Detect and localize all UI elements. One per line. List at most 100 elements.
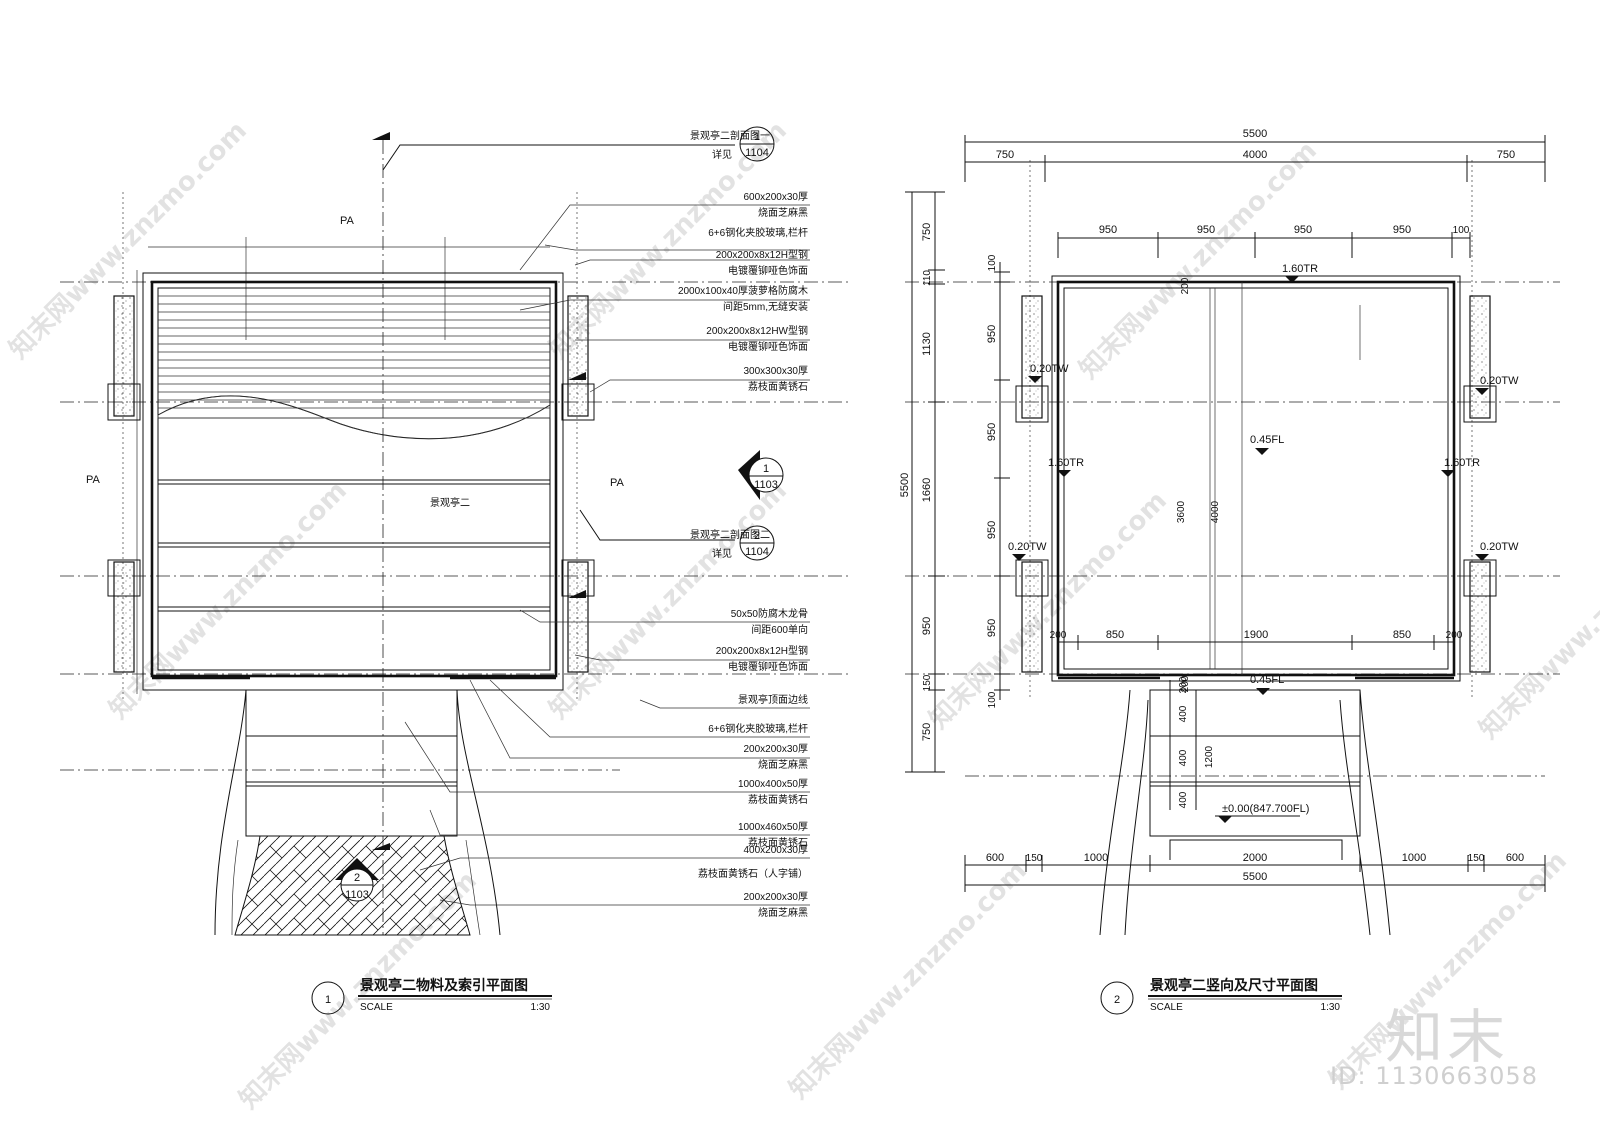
- level-triangle-icon: [1028, 376, 1042, 383]
- elevation-number: 1: [763, 463, 769, 475]
- section-mark-2: 2 1104 景观亭二剖面图二 详见: [579, 509, 775, 561]
- callout-line1: 200x200x8x12H型钢: [716, 248, 808, 261]
- level-triangle-icon: [1218, 816, 1232, 823]
- callout-line2: 间距5mm,无缝安装: [723, 300, 808, 313]
- scale-label: SCALE: [360, 1002, 393, 1013]
- watermark-text: 知末网www.znzmo.com: [924, 486, 1173, 735]
- drawing-number: 2: [1114, 994, 1120, 1006]
- dim-text: 200: [1446, 630, 1463, 641]
- wood-decking: [158, 295, 550, 409]
- left-title-block: 1 景观亭二物料及索引平面图 SCALE 1:30: [311, 977, 552, 1015]
- dim-text: 400: [1178, 749, 1189, 766]
- callout-line2: 电镀覆铆哑色饰面: [728, 264, 808, 277]
- dim-text: 950: [1294, 224, 1312, 236]
- watermark-text: 知末网www.znzmo.com: [1474, 496, 1600, 745]
- section-sub: 详见: [712, 547, 732, 560]
- level-text: 1.60TR: [1282, 263, 1318, 275]
- dim-text: 200: [1180, 277, 1191, 294]
- dim-text: 850: [1393, 629, 1411, 641]
- callout-line1: 6+6钢化夹胶玻璃,栏杆: [708, 226, 808, 239]
- left-wall-top: [107, 295, 141, 421]
- dim-text: 750: [1497, 149, 1515, 161]
- section-sheet: 1104: [745, 546, 769, 558]
- section-sub: 详见: [712, 148, 732, 161]
- dim-text: 1200: [1204, 745, 1215, 768]
- dim-text: 150: [1026, 853, 1043, 864]
- dim-text: 110: [922, 270, 933, 286]
- left-plan: PA PA PA 景观亭二 1 1104 景观亭二剖面图一 详见 2 1104 …: [60, 126, 850, 1015]
- dim-text: 150: [922, 674, 933, 691]
- callout-line2: 荔枝面黄锈石（人字铺）: [698, 867, 808, 880]
- dim-text: 200: [1180, 675, 1191, 692]
- callout-line2: 烧面芝麻黑: [758, 906, 808, 919]
- callout-line1: 1000x460x50厚: [738, 821, 808, 833]
- dim-text: 1660: [921, 478, 933, 502]
- top-dimensions: 5500 750 4000 750 950 950 950 950 100: [964, 128, 1546, 258]
- callout-line2: 间距600单向: [751, 623, 808, 636]
- watermark-text: 知末网www.znzmo.com: [104, 476, 353, 725]
- section-label: 景观亭二剖面图二: [690, 528, 770, 541]
- dim-text: 200: [1050, 630, 1067, 641]
- watermark-id: ID: 1130663058: [1330, 1062, 1538, 1090]
- bottom-dimensions: 600 150 1000 2000 1000 150 600 5500: [964, 852, 1546, 892]
- level-triangle-icon: [1256, 688, 1270, 695]
- dim-text: 600: [986, 852, 1004, 864]
- watermark-text: 知末网www.znzmo.com: [784, 856, 1033, 1105]
- pa-label: PA: [610, 477, 625, 489]
- dim-text: 750: [921, 723, 933, 741]
- dim-text: 400: [1178, 791, 1189, 808]
- section-flag-icon: [372, 132, 390, 140]
- callout-line2: 荔枝面黄锈石: [748, 793, 808, 806]
- watermark-brand: 知末: [1385, 1003, 1510, 1071]
- dim-text: 5500: [1243, 871, 1267, 883]
- section-sheet: 1104: [745, 147, 769, 159]
- dim-text: 950: [986, 325, 998, 343]
- pa-label: PA: [86, 474, 101, 486]
- callout-line1: 2000x100x40厚菠萝格防腐木: [678, 284, 808, 297]
- section-label: 景观亭二剖面图一: [690, 129, 770, 142]
- dim-text: 950: [1099, 224, 1117, 236]
- right-wall-top: [561, 295, 595, 421]
- elevation-mark-2: 2 1103: [335, 858, 379, 902]
- elevation-number: 2: [354, 872, 360, 884]
- dim-text: 950: [986, 619, 998, 637]
- wall-right-top: [1469, 295, 1491, 419]
- callout-line1: 300x300x30厚: [744, 365, 809, 377]
- scale-value: 1:30: [531, 1002, 551, 1013]
- level-triangle-icon: [1475, 554, 1489, 561]
- right-wall-bottom: [561, 559, 595, 673]
- dim-text: 2000: [1243, 852, 1267, 864]
- dim-text: 3600: [1176, 500, 1187, 523]
- left-wall-bottom: [107, 559, 141, 673]
- callout-line2: 电镀覆铆哑色饰面: [728, 660, 808, 673]
- dim-text: 100: [987, 691, 998, 708]
- level-text: 0.20TW: [1480, 375, 1519, 387]
- dim-text: 750: [921, 223, 933, 241]
- wall-left-top: [1021, 295, 1043, 419]
- level-triangle-icon: [1475, 388, 1489, 395]
- dim-text: 950: [921, 617, 933, 635]
- section-flag-icon: [372, 843, 390, 850]
- dim-text: 4000: [1243, 149, 1267, 161]
- watermark-text: 知末网www.znzmo.com: [1074, 136, 1323, 385]
- level-text: 1.60TR: [1444, 457, 1480, 469]
- dim-text: 1000: [1084, 852, 1108, 864]
- callout-line1: 6+6钢化夹胶玻璃,栏杆: [708, 722, 808, 735]
- callout-line2: 烧面芝麻黑: [758, 206, 808, 219]
- level-triangle-icon: [1441, 470, 1455, 477]
- stair-dimensions: 200 400 400 400 1200: [1164, 676, 1215, 810]
- dim-text: 200: [1178, 676, 1189, 693]
- section-number: 1: [754, 131, 760, 143]
- section-mark-1: 1 1104 景观亭二剖面图一 详见: [382, 126, 775, 171]
- drawing-title: 景观亭二竖向及尺寸平面图: [1150, 977, 1318, 993]
- callout-line1: 600x200x30厚: [744, 191, 809, 203]
- drawing-number: 1: [325, 994, 331, 1006]
- section-flag-icon: [568, 372, 586, 380]
- callout-line1: 400x200x30厚: [744, 844, 809, 856]
- elevation-mark-1: 1 1103: [738, 450, 784, 500]
- level-text: 0.45FL: [1250, 674, 1284, 686]
- section-number: 2: [754, 530, 760, 542]
- dim-text: 100: [1453, 225, 1470, 236]
- callout-line1: 1000x400x50厚: [738, 778, 808, 790]
- dim-text: 4000: [1210, 500, 1221, 523]
